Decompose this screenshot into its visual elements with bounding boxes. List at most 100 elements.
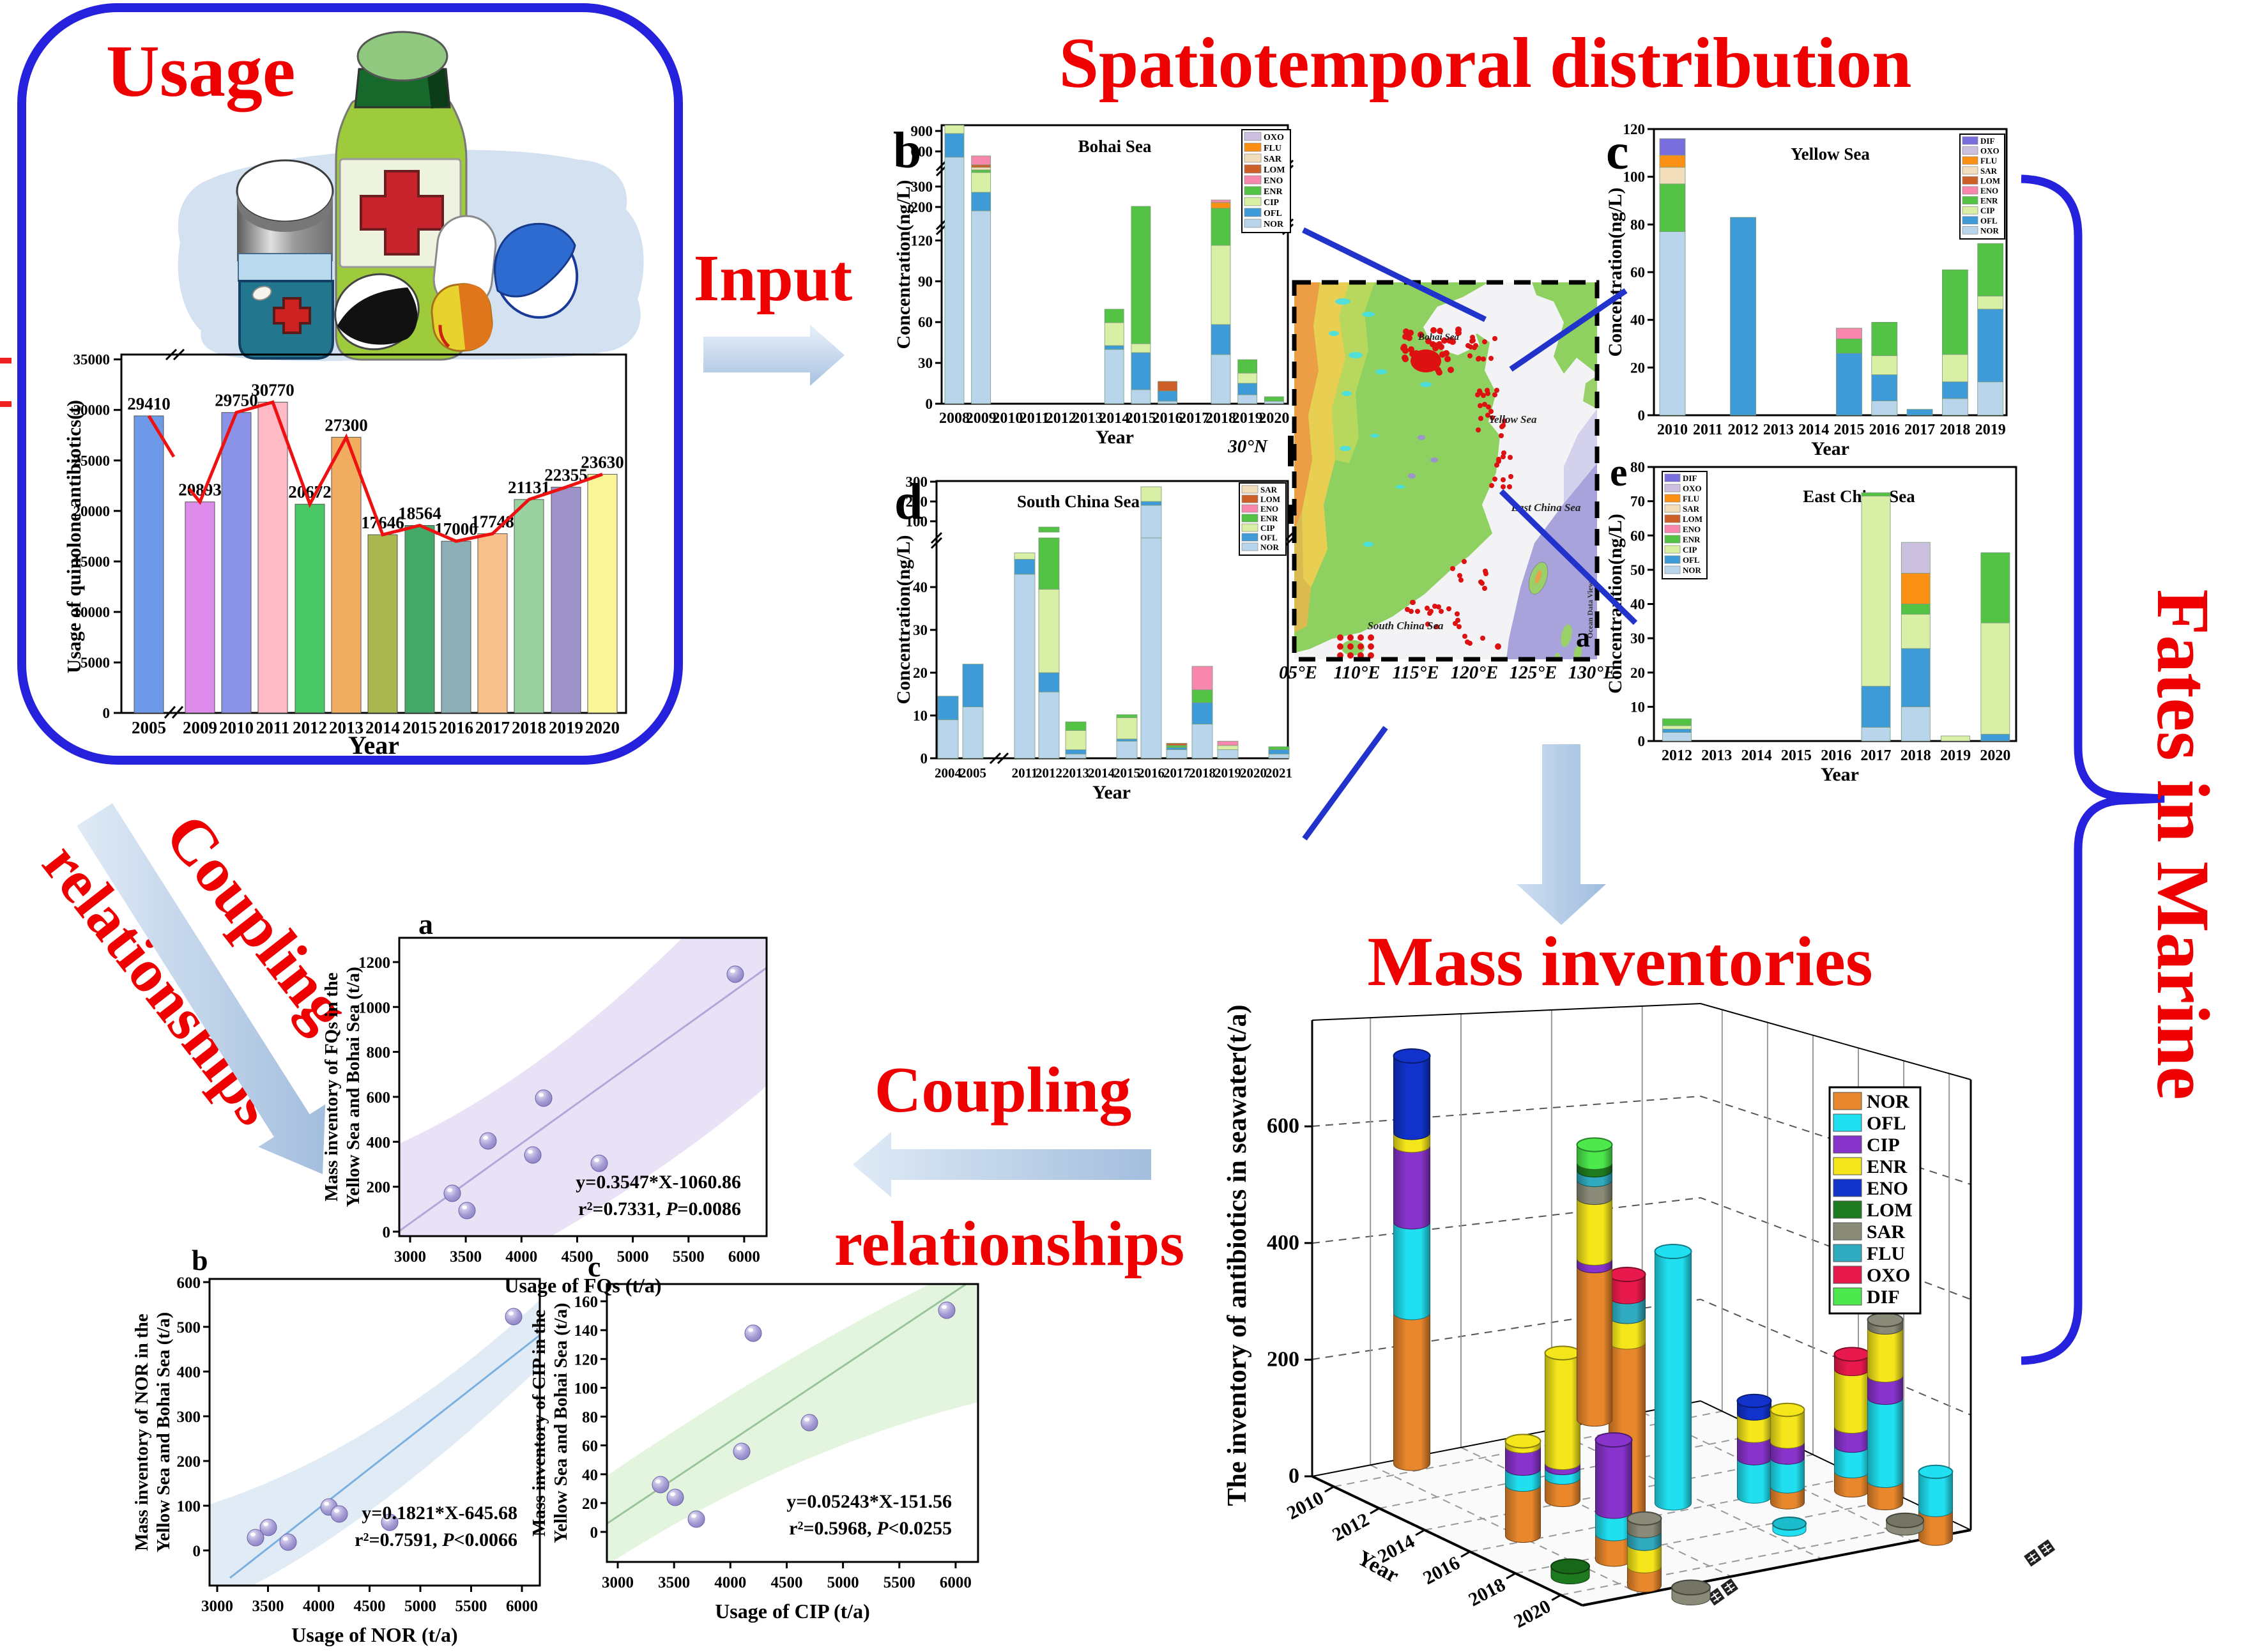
svg-text:ENO: ENO <box>1264 176 1283 186</box>
svg-text:CIP: CIP <box>1867 1135 1900 1156</box>
svg-text:2017: 2017 <box>475 718 510 737</box>
svg-text:OXO: OXO <box>1683 484 1702 493</box>
svg-text:Mass inventory of CIP in the: Mass inventory of CIP in the <box>529 1310 549 1536</box>
svg-text:2011: 2011 <box>1693 422 1723 438</box>
svg-text:2014: 2014 <box>1798 422 1829 438</box>
svg-text:CIP: CIP <box>1260 523 1274 533</box>
svg-text:5500: 5500 <box>455 1598 487 1615</box>
svg-text:4000: 4000 <box>505 1248 537 1266</box>
svg-text:2018: 2018 <box>1189 765 1216 781</box>
svg-text:NOR: NOR <box>1260 542 1280 552</box>
svg-text:The inventory of antibiotics i: The inventory of antibiotics in seawater… <box>1223 1004 1252 1506</box>
svg-text:2019: 2019 <box>1214 765 1241 781</box>
svg-text:5500: 5500 <box>673 1248 705 1266</box>
svg-text:4000: 4000 <box>714 1574 746 1591</box>
svg-text:4000: 4000 <box>303 1598 335 1615</box>
svg-text:2018: 2018 <box>1939 422 1970 438</box>
svg-text:40: 40 <box>1630 597 1645 613</box>
svg-text:Ocean Data View: Ocean Data View <box>1586 581 1595 638</box>
svg-text:SAR: SAR <box>1867 1221 1905 1243</box>
svg-text:Concentration(ng/L): Concentration(ng/L) <box>893 535 914 705</box>
svg-text:50: 50 <box>1630 562 1645 578</box>
svg-text:NOR: NOR <box>1264 220 1284 229</box>
svg-text:500: 500 <box>177 1319 201 1336</box>
svg-text:FLU: FLU <box>1867 1243 1905 1264</box>
svg-text:0: 0 <box>383 1224 391 1241</box>
svg-text:2014: 2014 <box>1099 410 1129 427</box>
svg-text:0: 0 <box>590 1524 599 1541</box>
svg-text:2013: 2013 <box>1701 747 1732 764</box>
svg-text:Mass inventory of NOR in the: Mass inventory of NOR in the <box>132 1313 152 1550</box>
svg-text:17646: 17646 <box>361 513 404 532</box>
svg-text:0: 0 <box>193 1543 201 1560</box>
svg-text:10: 10 <box>913 708 928 724</box>
svg-text:South China Sea: South China Sea <box>1367 620 1444 632</box>
svg-text:FLU: FLU <box>1264 144 1281 153</box>
svg-text:2014: 2014 <box>1088 765 1115 781</box>
svg-text:1000: 1000 <box>358 999 390 1016</box>
svg-text:2013: 2013 <box>1763 422 1794 438</box>
svg-text:3500: 3500 <box>252 1598 284 1615</box>
svg-text:ENR: ENR <box>1683 535 1701 544</box>
svg-text:2012: 2012 <box>1728 422 1759 438</box>
svg-text:2016: 2016 <box>1138 765 1165 781</box>
svg-text:CIP: CIP <box>1980 206 1994 215</box>
svg-text:600: 600 <box>367 1089 391 1106</box>
svg-text:OXO: OXO <box>1264 133 1284 142</box>
svg-text:70: 70 <box>1630 494 1645 510</box>
svg-text:35000: 35000 <box>73 352 111 368</box>
svg-text:ENO: ENO <box>1867 1178 1908 1199</box>
svg-text:6000: 6000 <box>728 1248 760 1266</box>
svg-text:2015: 2015 <box>1834 422 1865 438</box>
svg-text:05°E: 05°E <box>1279 662 1317 683</box>
svg-text:2015: 2015 <box>1126 410 1156 427</box>
svg-text:100: 100 <box>177 1498 201 1515</box>
svg-text:30°N: 30°N <box>1227 436 1268 457</box>
svg-text:4500: 4500 <box>770 1574 802 1591</box>
svg-text:60: 60 <box>1630 264 1645 280</box>
svg-text:300: 300 <box>177 1409 201 1426</box>
svg-text:80: 80 <box>1630 459 1645 475</box>
svg-text:2005: 2005 <box>132 718 166 737</box>
svg-text:300: 300 <box>911 179 933 195</box>
svg-text:2013: 2013 <box>1073 410 1103 427</box>
svg-text:2016: 2016 <box>1821 747 1851 764</box>
svg-text:900: 900 <box>911 123 933 139</box>
svg-text:60: 60 <box>918 314 933 330</box>
svg-text:5000: 5000 <box>617 1248 649 1266</box>
svg-text:Year: Year <box>1811 438 1849 459</box>
svg-text:NOR: NOR <box>1683 565 1702 575</box>
svg-text:120: 120 <box>574 1351 599 1368</box>
svg-text:1200: 1200 <box>358 954 390 972</box>
svg-text:East China Sea: East China Sea <box>1803 487 1915 506</box>
svg-text:120: 120 <box>911 233 933 249</box>
svg-text:5000: 5000 <box>404 1598 436 1615</box>
svg-text:2010: 2010 <box>219 718 254 737</box>
svg-text:27300: 27300 <box>325 415 368 434</box>
svg-text:OXO: OXO <box>1867 1265 1910 1286</box>
svg-text:y=0.05243*X-151.56: y=0.05243*X-151.56 <box>786 1491 952 1512</box>
svg-text:East China Sea: East China Sea <box>1511 501 1581 514</box>
svg-text:Yellow Sea and Bohai Sea (t/a): Yellow Sea and Bohai Sea (t/a) <box>551 1303 571 1543</box>
svg-text:200: 200 <box>1267 1347 1299 1371</box>
svg-text:Usage: Usage <box>106 31 295 112</box>
svg-text:relationships: relationships <box>834 1208 1184 1279</box>
svg-text:Year: Year <box>1092 782 1131 803</box>
svg-text:Fates in Marine: Fates in Marine <box>2141 589 2225 1100</box>
svg-text:CIP: CIP <box>1683 545 1697 554</box>
svg-text:FLU: FLU <box>1980 156 1998 165</box>
svg-text:OFL: OFL <box>1264 209 1282 218</box>
svg-text:80: 80 <box>582 1409 598 1426</box>
svg-text:3500: 3500 <box>450 1248 482 1266</box>
svg-text:600: 600 <box>911 144 933 160</box>
svg-text:20: 20 <box>913 665 928 681</box>
svg-text:5000: 5000 <box>827 1574 859 1591</box>
svg-text:a: a <box>1576 622 1590 653</box>
svg-text:200: 200 <box>911 199 933 215</box>
svg-text:18564: 18564 <box>398 504 441 523</box>
svg-text:2016: 2016 <box>1869 422 1900 438</box>
svg-text:100: 100 <box>906 514 928 530</box>
svg-text:2013: 2013 <box>1062 765 1089 781</box>
svg-text:2008: 2008 <box>939 410 970 427</box>
svg-text:30000: 30000 <box>73 402 111 418</box>
